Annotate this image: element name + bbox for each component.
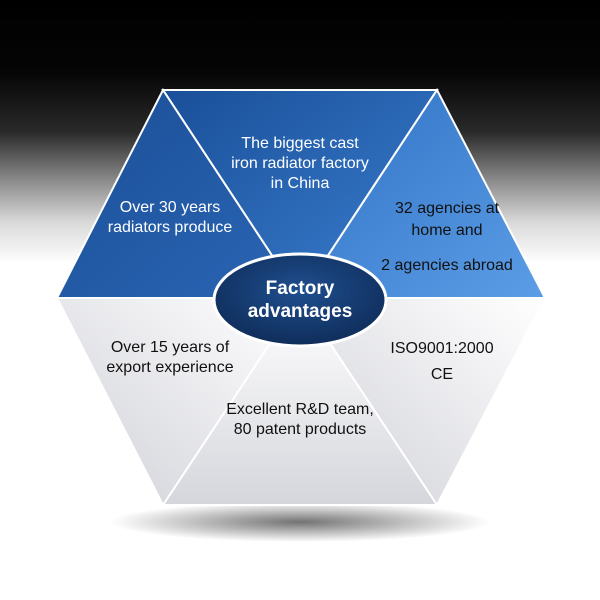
segment-label-top-left: Over 30 years radiators produce bbox=[107, 199, 233, 236]
floor-shadow bbox=[110, 502, 490, 542]
segment-top-left bbox=[55, 88, 302, 299]
segment-label-bottom-right: ISO9001:2000 CE bbox=[390, 340, 494, 383]
center-title-line2: advantages bbox=[247, 300, 353, 322]
center-ellipse bbox=[212, 252, 388, 348]
segment-label-top: The biggest cast iron radiator factory i… bbox=[231, 135, 369, 192]
segment-label-bottom-left: Over 15 years of export experience bbox=[106, 339, 234, 376]
segment-label-top-right: 32 agencies at home and 2 agencies abroa… bbox=[381, 200, 513, 274]
segment-label-bottom: Excellent R&D team, 80 patent products bbox=[226, 401, 374, 438]
center-title: Factory advantages bbox=[220, 278, 380, 324]
center-title-line1: Factory bbox=[265, 278, 335, 299]
